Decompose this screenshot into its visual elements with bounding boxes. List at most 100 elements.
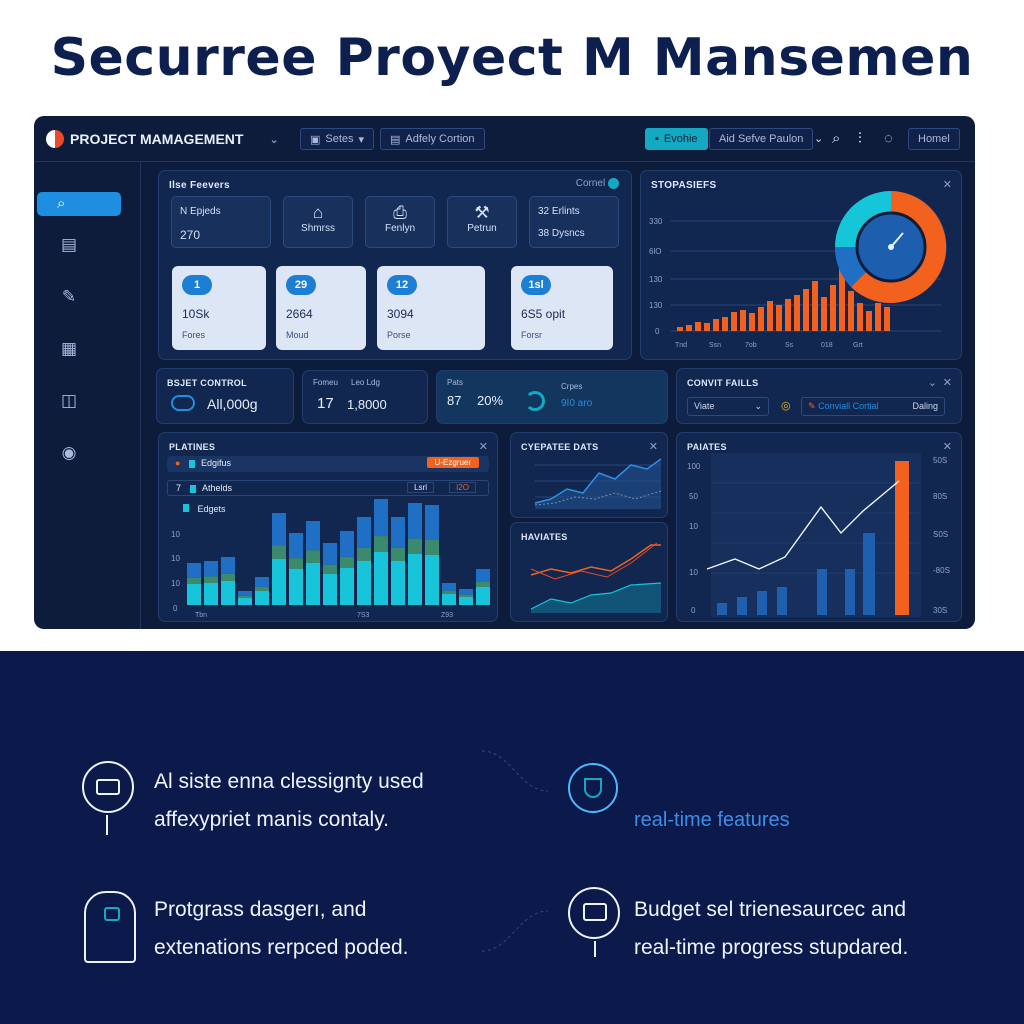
sidebar-item-help[interactable]: ◉ bbox=[56, 440, 82, 466]
mini-card-label: Fenlyn bbox=[384, 223, 415, 234]
y-tick: -80S bbox=[933, 566, 950, 575]
bar bbox=[839, 259, 845, 331]
close-icon[interactable]: ✕ bbox=[942, 377, 952, 389]
help-icon[interactable]: ◌ bbox=[884, 130, 893, 147]
convit-faills-panel: CONVIT FAILLS ⌄ ✕ Viate ⌄ ◎ ✎ Conviall C… bbox=[676, 368, 962, 424]
legend-row[interactable]: 7 Athelds Lsrl I2O bbox=[167, 480, 489, 496]
bar bbox=[821, 297, 827, 331]
y-tick: 10 bbox=[171, 530, 180, 539]
stat-label: Porse bbox=[387, 330, 411, 340]
bar-segment bbox=[221, 573, 235, 581]
y-tick: 50 bbox=[689, 492, 698, 501]
clipboard-icon: ▤ bbox=[390, 133, 401, 146]
paiates-panel: PAIATES ✕ 100 50 10 10 0 50S 80S S0S -80… bbox=[676, 432, 962, 622]
chevron-down-icon: ⌄ bbox=[754, 401, 762, 411]
mini-card-fenlyn[interactable]: ⎙ Fenlyn bbox=[365, 196, 435, 248]
bar-segment bbox=[425, 540, 439, 555]
feature-ai-line2: affexypriet manis contaly. bbox=[154, 808, 389, 831]
y-tick: 0 bbox=[173, 604, 178, 613]
mini-card-erlints[interactable]: 32 Erlints 38 Dysncs bbox=[529, 196, 619, 248]
basket-icon: ⌂ bbox=[312, 203, 324, 222]
legend-badge: Lsrl bbox=[407, 482, 434, 493]
ai-device-icon bbox=[82, 761, 134, 835]
close-icon[interactable]: ✕ bbox=[648, 441, 658, 453]
sidebar-item-chat[interactable]: ◫ bbox=[56, 388, 82, 414]
evohie-button[interactable]: ▪ Evohie bbox=[645, 128, 708, 150]
haviates-title: HAVIATES bbox=[521, 532, 568, 542]
cyepatee-title: CYEPATEE DATS bbox=[521, 442, 599, 452]
stat-card[interactable]: 12 3094 Porse bbox=[377, 266, 485, 350]
chat-icon: ◫ bbox=[60, 391, 78, 410]
brand[interactable]: PROJECT MAMAGEMENT ⌄ bbox=[46, 130, 279, 148]
shield-icon bbox=[568, 763, 618, 813]
bar-segment bbox=[289, 569, 303, 605]
stat-card[interactable]: 1 10Sk Fores bbox=[172, 266, 266, 350]
progress-percent: 20% bbox=[477, 393, 504, 408]
haviates-chart bbox=[530, 542, 662, 613]
feature-budget-line1: Budget sel trienesaurcec and bbox=[634, 898, 907, 921]
tools-icon: ⚒ bbox=[474, 203, 490, 222]
help-icon: ◉ bbox=[61, 443, 77, 462]
bar-segment bbox=[272, 513, 286, 546]
warning-icon: ◎ bbox=[781, 400, 791, 412]
row-number: 7 bbox=[176, 483, 182, 493]
filter-setes-button[interactable]: ▣ Setes ▾ bbox=[300, 128, 375, 150]
x-tick: Grt bbox=[853, 342, 863, 349]
sidebar-item-search[interactable]: ⌕ bbox=[37, 192, 121, 216]
bar-segment bbox=[272, 559, 286, 605]
mini-card-projects[interactable]: N Epjeds 270 bbox=[171, 196, 271, 248]
feature-progress-line2: extenations rerpced poded. bbox=[154, 936, 409, 959]
bar-segment bbox=[408, 503, 422, 539]
stat-value: 6S5 opit bbox=[521, 307, 566, 321]
bar-segment bbox=[204, 576, 218, 583]
close-icon[interactable]: ✕ bbox=[942, 441, 952, 453]
bar bbox=[777, 587, 787, 615]
home-button[interactable]: Homel bbox=[908, 128, 960, 150]
mini-card-petrun[interactable]: ⚒ Petrun bbox=[447, 196, 517, 248]
aid-button[interactable]: Aid Sefve Paulon bbox=[709, 128, 814, 150]
sidebar-item-edit[interactable]: ✎ bbox=[56, 284, 82, 310]
legend-row[interactable]: Edgets bbox=[167, 504, 226, 514]
stat-card[interactable]: 1sl 6S5 opit Forsr bbox=[511, 266, 613, 350]
search-icon[interactable]: ⌕ bbox=[832, 130, 841, 147]
bar bbox=[794, 295, 800, 331]
sidebar-item-folder[interactable]: ▦ bbox=[56, 336, 82, 362]
progress-value: 87 bbox=[447, 393, 462, 408]
count-card[interactable]: Fomeu Leo Ldg 17 1,8000 bbox=[302, 370, 428, 424]
chevron-down-icon[interactable]: ⌄ bbox=[927, 377, 937, 389]
sidebar-item-documents[interactable]: ▤ bbox=[56, 232, 82, 258]
bar-chart-icon[interactable]: ⫶ bbox=[858, 130, 862, 147]
stopasiefs-panel: STOPASIEFS ✕ 330 6lO 130 130 0 bbox=[640, 170, 962, 360]
filter-activity-button[interactable]: ▤ Adfely Cortion bbox=[380, 128, 485, 150]
y-tick: S0S bbox=[933, 530, 948, 539]
cornel-link[interactable]: Cornel bbox=[576, 178, 619, 189]
bar-segment bbox=[476, 587, 490, 605]
close-icon[interactable]: ✕ bbox=[942, 179, 952, 191]
stat-card[interactable]: 29 2664 Moud bbox=[276, 266, 366, 350]
bar-segment bbox=[323, 543, 337, 565]
daling-button[interactable]: Daling bbox=[912, 401, 938, 411]
y-tick: 330 bbox=[649, 217, 663, 226]
mini-card-shmrss[interactable]: ⌂ Shmrss bbox=[283, 196, 353, 248]
bar bbox=[857, 303, 863, 331]
viate-select[interactable]: Viate ⌄ bbox=[687, 397, 769, 416]
bar bbox=[695, 322, 701, 331]
toggle-icon[interactable] bbox=[171, 395, 195, 411]
x-tick: Z93 bbox=[441, 612, 453, 619]
progress-card[interactable]: Pats 87 20% Crpes 9I0 aro bbox=[436, 370, 668, 424]
x-tick: Tnd bbox=[675, 342, 687, 349]
chevron-down-icon[interactable]: ⌄ bbox=[814, 133, 824, 145]
conviall-cortial-link[interactable]: ✎ Conviall Cortial Daling bbox=[801, 397, 945, 416]
bar bbox=[895, 461, 909, 615]
brand-logo-icon bbox=[46, 130, 64, 148]
chevron-down-icon[interactable]: ⌄ bbox=[269, 133, 279, 146]
legend-label: Edgifus bbox=[201, 458, 232, 468]
progress-subvalue: 9I0 aro bbox=[561, 398, 593, 409]
link-label: Conviall Cortial bbox=[818, 401, 879, 411]
cyepatee-chart bbox=[534, 458, 662, 509]
bar-segment bbox=[187, 584, 201, 605]
top-bar: PROJECT MAMAGEMENT ⌄ ▣ Setes ▾ ▤ Adfely … bbox=[34, 116, 975, 162]
legend-row[interactable]: ● Edgifus U-Ezgruer bbox=[167, 456, 489, 472]
mini-card-line2: 38 Dysncs bbox=[538, 228, 585, 239]
close-icon[interactable]: ✕ bbox=[478, 441, 488, 453]
